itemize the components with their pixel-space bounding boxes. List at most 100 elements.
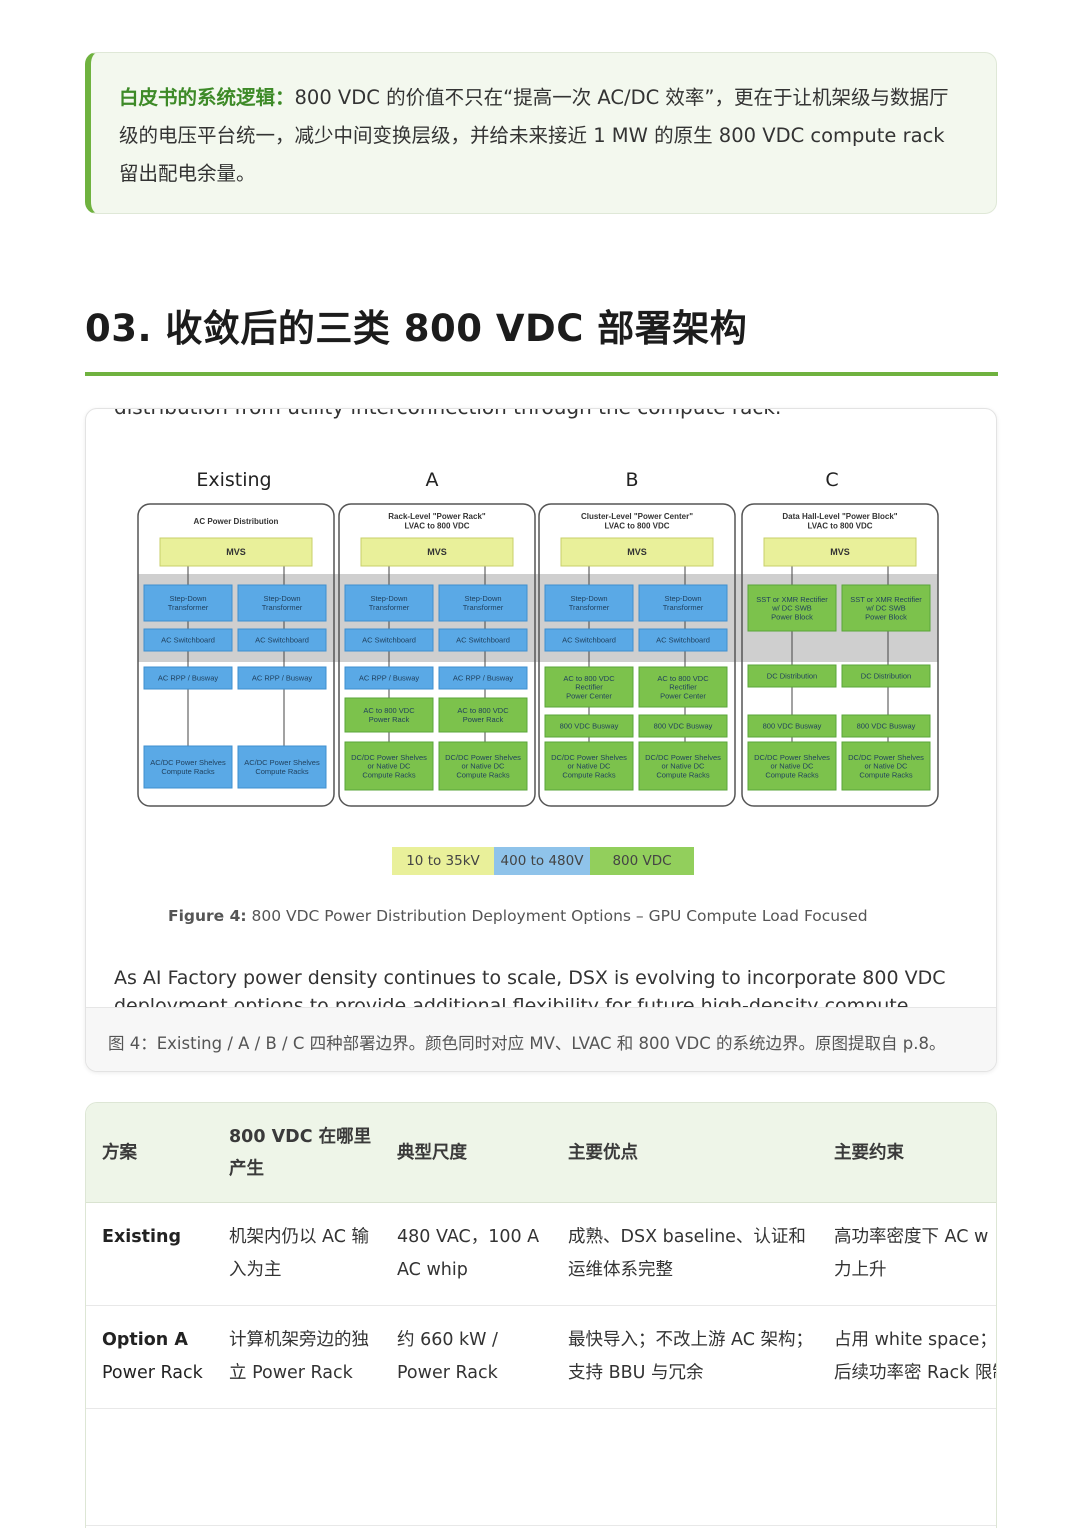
column-frame xyxy=(741,503,939,807)
component-box xyxy=(638,584,728,622)
table-header: 800 VDC 在哪里产生 xyxy=(213,1103,381,1203)
section-divider xyxy=(85,372,998,376)
column-title-c: C xyxy=(825,469,839,491)
section-title: 03. 收敛后的三类 800 VDC 部署架构 xyxy=(85,307,748,350)
component-box xyxy=(544,741,634,791)
column-title-b: B xyxy=(625,469,639,491)
table-cell: 计算机架旁边的独立 Power Rack xyxy=(213,1305,381,1409)
column-title-a: A xyxy=(425,469,439,491)
legend-mv: 10 to 35kV xyxy=(392,847,494,875)
column-header-text: Rack-Level "Power Rack"LVAC to 800 VDC xyxy=(388,512,486,530)
figure-card: distribution from utility interconnectio… xyxy=(85,408,997,1072)
component-box xyxy=(841,664,931,688)
table-cell xyxy=(552,1408,818,1526)
legend-lvac: 400 to 480V xyxy=(494,847,590,875)
component-label: AC RPP / Busway xyxy=(158,674,219,683)
table-cell: 高功率密度下 AC w 电流配电压力上升 xyxy=(818,1202,996,1306)
component-box xyxy=(747,584,837,632)
component-box xyxy=(841,584,931,632)
figure-caption-cn: 图 4：Existing / A / B / C 四种部署边界。颜色同时对应 M… xyxy=(86,1007,996,1071)
legend-dc-label: 800 VDC xyxy=(612,853,672,869)
component-box xyxy=(438,628,528,652)
component-box xyxy=(143,666,233,690)
component-label: AC Switchboard xyxy=(161,636,215,645)
component-box xyxy=(237,628,327,652)
scheme-sub: Power Rack xyxy=(102,1363,203,1383)
table-header: 主要约束 xyxy=(818,1103,996,1203)
component-box xyxy=(438,697,528,733)
table-cell xyxy=(213,1408,381,1526)
legend-dc: 800 VDC xyxy=(590,847,694,875)
mvs-box xyxy=(360,537,514,567)
component-box xyxy=(638,628,728,652)
column-header-text: Data Hall-Level "Power Block"LVAC to 800… xyxy=(782,512,897,530)
scheme-name: Existing xyxy=(102,1227,182,1247)
component-label: AC RPP / Busway xyxy=(453,674,514,683)
table-cell: 成熟、DSX baseline、认证和运维体系完整 xyxy=(552,1202,818,1306)
component-label: AC Switchboard xyxy=(362,636,416,645)
figure-caption-bold: Figure 4: xyxy=(168,907,247,925)
table-row: Existing 机架内仍以 AC 输入为主 480 VAC，100 A AC … xyxy=(86,1202,996,1306)
component-box xyxy=(438,584,528,622)
component-box xyxy=(344,584,434,622)
mvs-box xyxy=(560,537,714,567)
component-box xyxy=(237,745,327,789)
comparison-table: 方案 800 VDC 在哪里产生 典型尺度 主要优点 主要约束 Existing… xyxy=(86,1103,996,1526)
callout-text: 800 VDC 的价值不只在“提高一次 AC/DC 效率”，更在于让机架级与数据… xyxy=(119,86,949,185)
mvs-box xyxy=(763,537,917,567)
table-header-row: 方案 800 VDC 在哪里产生 典型尺度 主要优点 主要约束 xyxy=(86,1103,996,1203)
cut-text-top: distribution from utility interconnectio… xyxy=(114,409,781,419)
component-box xyxy=(638,666,728,708)
component-box xyxy=(544,584,634,622)
scheme-name: Option A xyxy=(102,1330,188,1350)
component-box xyxy=(344,741,434,791)
component-label: DC Distribution xyxy=(861,672,911,681)
component-label: 800 VDC Busway xyxy=(654,722,713,731)
column-frame xyxy=(338,503,536,807)
component-box xyxy=(841,741,931,791)
table-cell: 最快导入；不改上游 AC 架构；支持 BBU 与冗余 xyxy=(552,1305,818,1409)
component-label: AC Switchboard xyxy=(656,636,710,645)
component-box xyxy=(237,666,327,690)
component-box xyxy=(438,666,528,690)
table-cell xyxy=(86,1408,213,1526)
component-box xyxy=(237,584,327,622)
table-row xyxy=(86,1408,996,1526)
component-box xyxy=(747,741,837,791)
component-box xyxy=(344,666,434,690)
table-header: 方案 xyxy=(86,1103,213,1203)
component-label: AC Switchboard xyxy=(255,636,309,645)
table-cell-scheme: Option A Power Rack xyxy=(86,1305,213,1409)
legend-lvac-label: 400 to 480V xyxy=(500,853,584,869)
component-box xyxy=(344,628,434,652)
table-header: 主要优点 xyxy=(552,1103,818,1203)
table-cell: 约 660 kW / Power Rack xyxy=(381,1305,552,1409)
column-header-text: Cluster-Level "Power Center"LVAC to 800 … xyxy=(581,512,693,530)
component-label: 800 VDC Busway xyxy=(857,722,916,731)
table-cell: 机架内仍以 AC 输入为主 xyxy=(213,1202,381,1306)
column-title-existing: Existing xyxy=(196,469,272,491)
body-text-cut-line: deployment options to provide additional… xyxy=(114,995,909,1007)
figure-caption-rest: 800 VDC Power Distribution Deployment Op… xyxy=(246,907,868,925)
component-box xyxy=(747,714,837,738)
component-box xyxy=(638,741,728,791)
component-box xyxy=(143,628,233,652)
component-label: AC Switchboard xyxy=(562,636,616,645)
table-cell xyxy=(818,1408,996,1526)
component-box xyxy=(544,714,634,738)
